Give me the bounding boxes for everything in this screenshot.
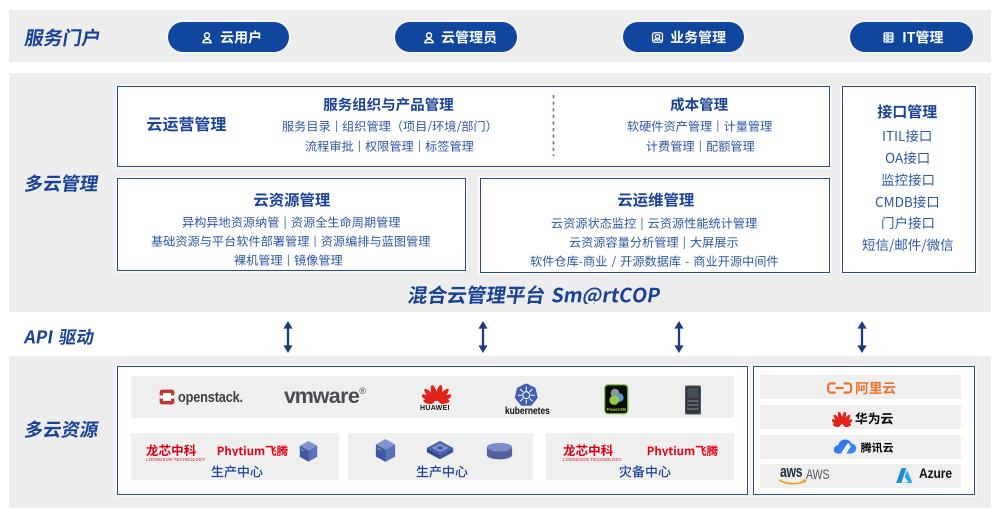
svg-text:PowerVM: PowerVM <box>607 407 627 412</box>
